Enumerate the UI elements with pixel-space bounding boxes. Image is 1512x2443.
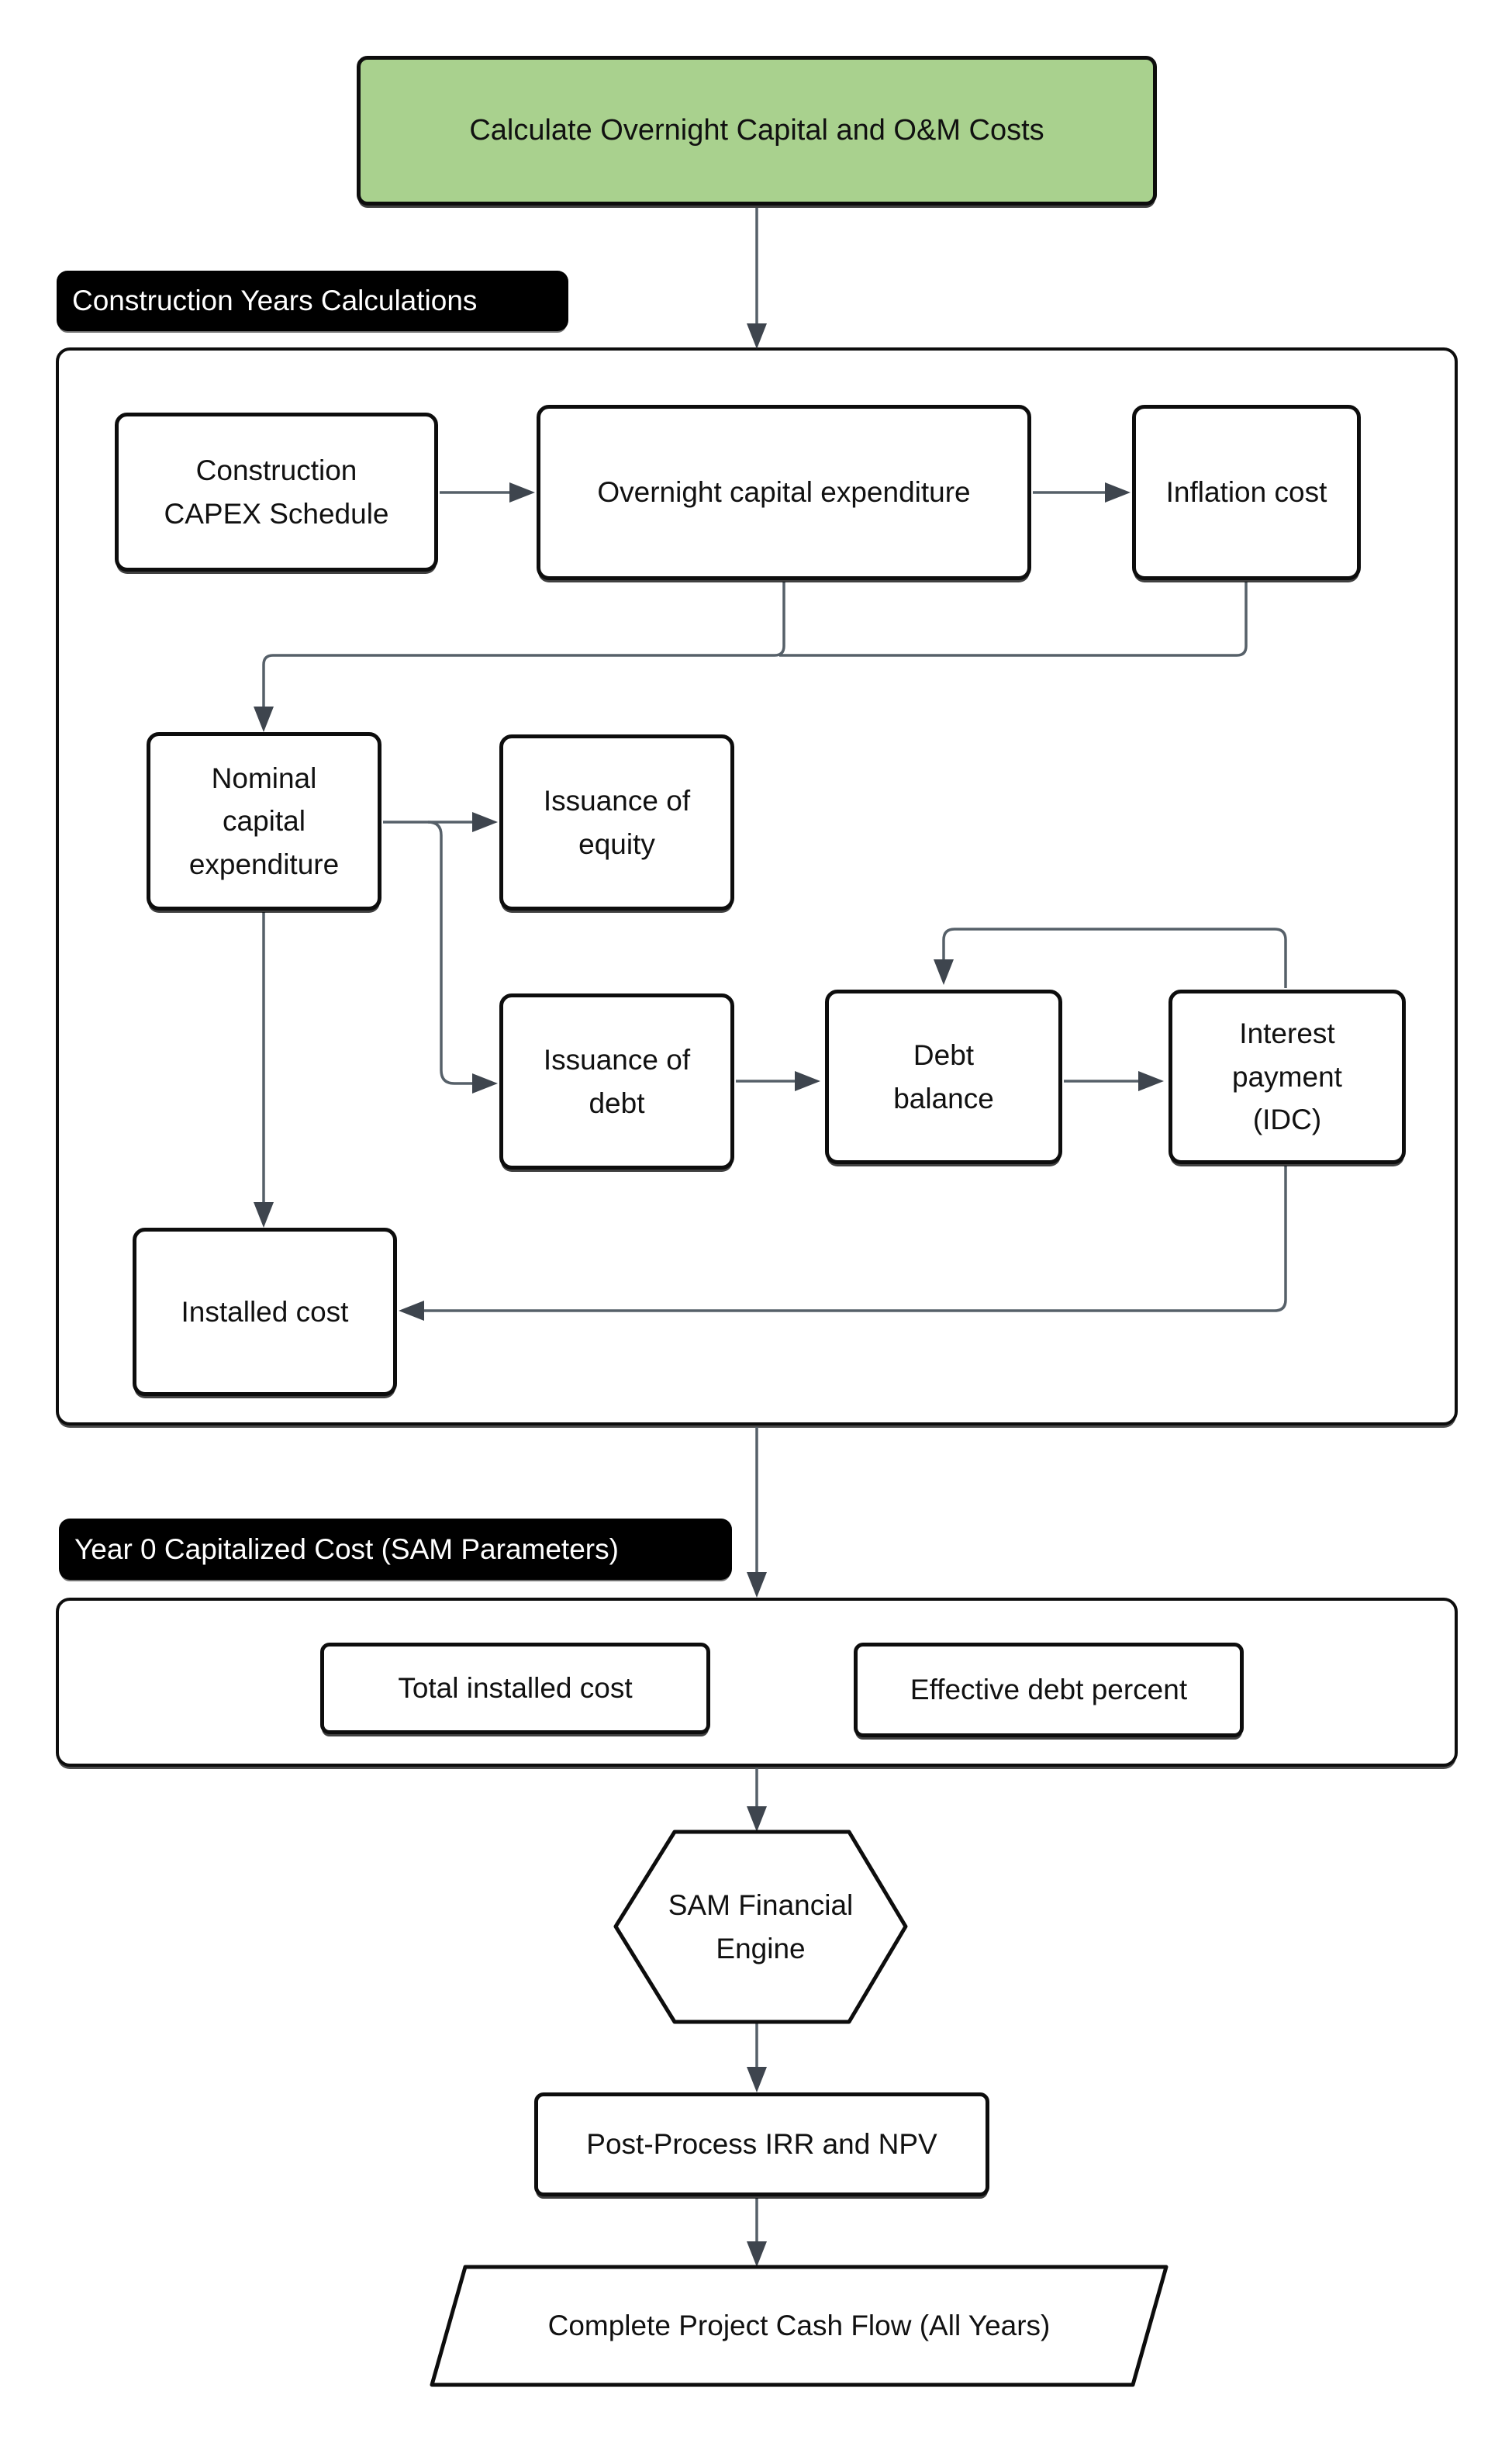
- node-sam-financial-engine: SAM Financial Engine: [616, 1832, 906, 2022]
- node-effective-debt-percent: Effective debt percent: [854, 1643, 1244, 1737]
- arrowhead: [934, 959, 954, 985]
- arrowhead: [254, 1202, 274, 1228]
- node-label: Overnight capital expenditure: [597, 476, 971, 509]
- parallelogram-cash-flow: [430, 2265, 1169, 2387]
- section-label-text: Construction Years Calculations: [72, 285, 478, 316]
- arrowhead: [472, 1073, 498, 1094]
- node-label: Issuance of debt: [543, 1044, 691, 1119]
- node-issuance-of-equity: Issuance of equity: [499, 734, 734, 911]
- node-label: Effective debt percent: [910, 1674, 1188, 1706]
- section-label-construction-years: Construction Years Calculations: [57, 271, 568, 331]
- arrowhead: [747, 2067, 767, 2092]
- node-nominal-capital-expenditure: Nominal capital expenditure: [147, 732, 381, 911]
- node-issuance-of-debt: Issuance of debt: [499, 993, 734, 1170]
- arrowhead: [1138, 1071, 1164, 1091]
- arrowhead: [747, 1572, 767, 1598]
- node-debt-balance: Debt balance: [825, 990, 1062, 1164]
- node-overnight-capital-expenditure: Overnight capital expenditure: [537, 405, 1031, 580]
- hexagon-sam-engine: [613, 1830, 908, 2024]
- arrowhead: [747, 323, 767, 349]
- node-label: Complete Project Cash Flow (All Years): [547, 2310, 1051, 2342]
- edge-inflation-to-nominal: [779, 582, 1248, 657]
- arrowhead: [747, 2241, 767, 2267]
- node-label: Post-Process IRR and NPV: [586, 2128, 937, 2161]
- node-installed-cost: Installed cost: [133, 1228, 397, 1396]
- edge-nominal-to-debt: [427, 821, 487, 1085]
- edge-overnight-to-nominal: [262, 582, 785, 721]
- node-label: Construction CAPEX Schedule: [164, 454, 389, 530]
- section-label-text: Year 0 Capitalized Cost (SAM Parameters): [74, 1532, 619, 1565]
- arrowhead: [254, 707, 274, 732]
- section-label-year0-capitalized: Year 0 Capitalized Cost (SAM Parameters): [59, 1519, 732, 1580]
- edge-interest-to-balance-loop: [942, 928, 1287, 988]
- node-label: Total installed cost: [398, 1672, 633, 1705]
- edge-interest-to-installed: [424, 1166, 1287, 1312]
- node-label: Debt balance: [893, 1039, 994, 1114]
- node-interest-payment-idc: Interest payment (IDC): [1169, 990, 1406, 1164]
- arrowhead: [747, 1806, 767, 1832]
- arrowhead: [399, 1301, 424, 1321]
- start-node-calculate-costs: Calculate Overnight Capital and O&M Cost…: [357, 56, 1157, 206]
- start-node-label: Calculate Overnight Capital and O&M Cost…: [469, 114, 1044, 147]
- arrowhead: [795, 1071, 820, 1091]
- node-label: Inflation cost: [1165, 476, 1327, 509]
- node-total-installed-cost: Total installed cost: [320, 1643, 710, 1734]
- arrowhead: [1105, 482, 1131, 503]
- node-label: Nominal capital expenditure: [188, 762, 340, 880]
- arrowhead: [472, 812, 498, 832]
- node-post-process-irr-npv: Post-Process IRR and NPV: [534, 2092, 989, 2196]
- node-label: Installed cost: [181, 1295, 349, 1328]
- node-complete-project-cash-flow: Complete Project Cash Flow (All Years): [432, 2267, 1166, 2385]
- arrowhead: [509, 482, 535, 503]
- node-inflation-cost: Inflation cost: [1132, 405, 1361, 580]
- node-label: Issuance of equity: [543, 785, 691, 860]
- node-label: Interest payment (IDC): [1232, 1018, 1342, 1136]
- node-label: SAM Financial Engine: [668, 1889, 854, 1964]
- node-construction-capex-schedule: Construction CAPEX Schedule: [115, 413, 438, 572]
